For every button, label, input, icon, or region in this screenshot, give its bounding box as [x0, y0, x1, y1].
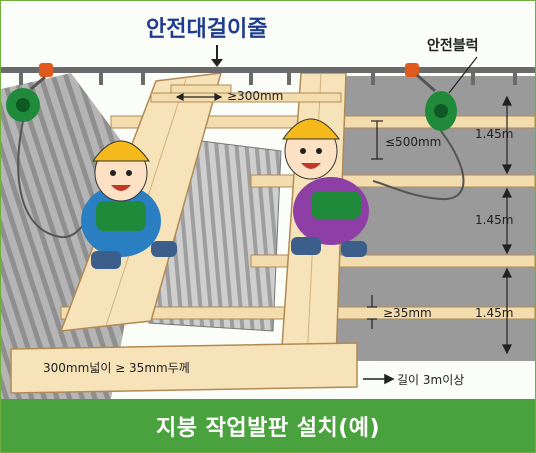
bottom-plank	[10, 342, 358, 394]
cross-plank	[150, 92, 342, 103]
dimension-step	[371, 120, 383, 160]
worker-right	[282, 118, 369, 257]
footer-title: 지붕 작업발판 설치(예)	[155, 415, 381, 441]
label-rafter-3: 1.45m	[475, 306, 514, 320]
rail-posts	[19, 67, 517, 85]
safety-block-right	[405, 56, 478, 131]
label-rafter-1: 1.45m	[475, 127, 514, 141]
worker-left	[81, 140, 177, 269]
label-step: ≤500mm	[385, 135, 442, 149]
roof-deck-right	[329, 76, 535, 361]
lanyard-right	[372, 130, 465, 201]
roof-scene	[1, 1, 535, 399]
dimension-thickness	[367, 295, 377, 329]
label-gap: ≥300mm	[227, 89, 284, 103]
title-lanyard: 안전대걸이줄	[146, 17, 268, 42]
dimension-gap	[175, 93, 223, 101]
cross-plank	[170, 84, 232, 94]
label-plank-spec: 300mm넓이 ≥ 35mm두께	[43, 361, 190, 375]
length-arrow	[363, 373, 395, 385]
safety-rail	[1, 67, 535, 73]
label-rafter-2: 1.45m	[475, 213, 514, 227]
label-length: 길이 3m이상	[397, 373, 465, 387]
label-safety-block: 안전블럭	[427, 38, 479, 54]
safety-block-left	[6, 63, 53, 122]
footer-banner: 지붕 작업발판 설치(예)	[1, 399, 535, 452]
label-thickness: ≥35mm	[383, 306, 432, 320]
dimension-rafter-spacing	[502, 95, 512, 355]
